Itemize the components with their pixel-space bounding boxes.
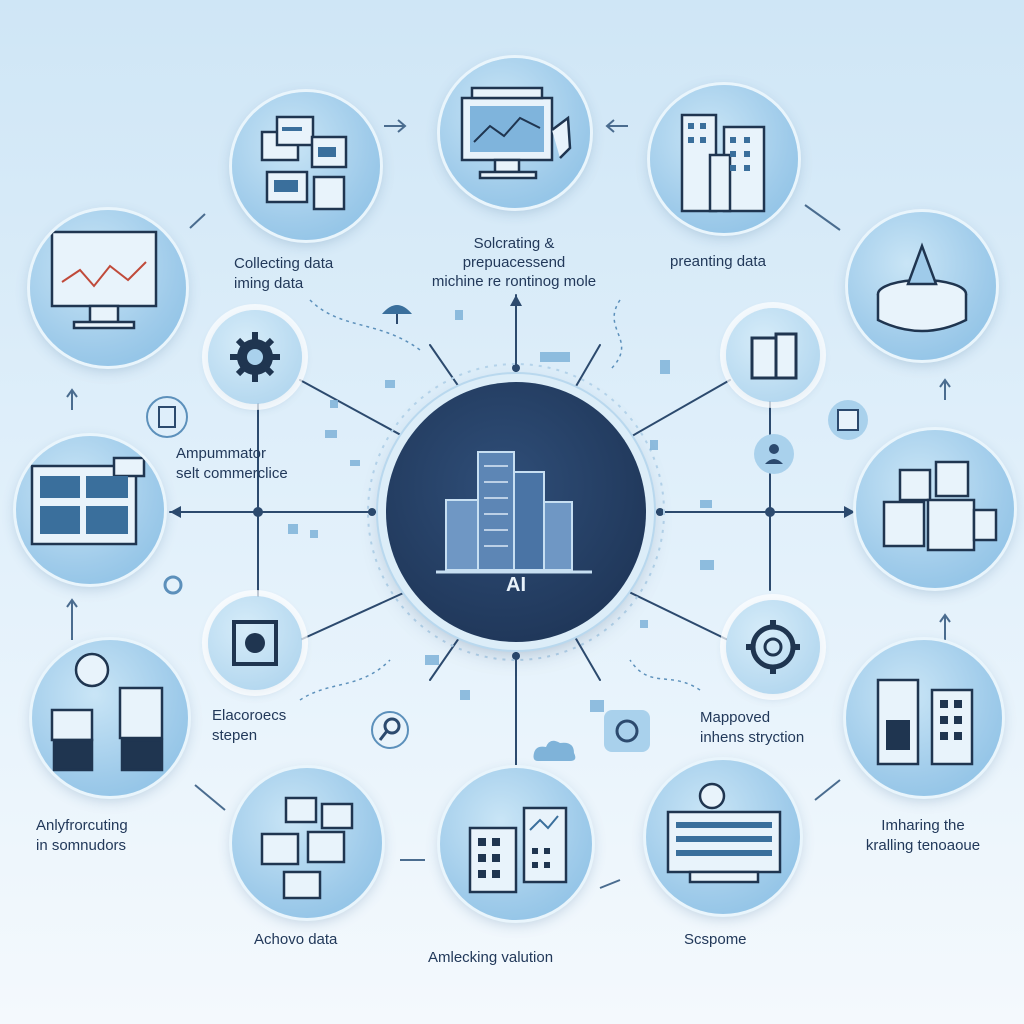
label-presenting-data: preanting data — [670, 253, 766, 270]
inner-node-gear-left — [208, 310, 302, 404]
devices-icon — [50, 652, 164, 772]
documents-icon — [260, 115, 348, 211]
chart-card-icon — [828, 400, 868, 440]
gear-icon — [746, 620, 800, 674]
node-storage — [846, 640, 1002, 796]
node-machine-learning — [440, 58, 590, 208]
storage-boxes-icon — [876, 678, 974, 766]
node-calculator — [440, 768, 592, 920]
node-server-stack — [16, 436, 164, 584]
document-check-icon — [146, 396, 188, 438]
cog-panel-icon — [232, 620, 278, 666]
buildings-icon — [680, 113, 766, 213]
node-database — [848, 212, 996, 360]
umbrella-icon — [382, 305, 412, 324]
label-archive-data: Achovo data — [254, 931, 338, 948]
monitor-graph-icon — [50, 230, 158, 330]
label-validation: Amlecking valution — [428, 949, 554, 966]
calculator-tablet-icon — [468, 806, 568, 894]
monitor-chart-icon — [460, 86, 572, 180]
person-icon — [754, 434, 794, 474]
node-structure — [856, 430, 1014, 588]
skyscraper-icon — [436, 451, 592, 574]
ai-hub: AI — [386, 382, 646, 642]
magnifier-icon — [371, 711, 409, 749]
node-printer — [646, 760, 800, 914]
inner-node-gear-right — [726, 600, 820, 694]
folders-icon — [260, 796, 354, 900]
database-icon — [876, 242, 968, 333]
target-card-icon — [604, 710, 650, 752]
printer-machine-icon — [666, 782, 782, 884]
node-folders — [232, 768, 382, 918]
node-monitor — [30, 210, 186, 366]
hub-label: AI — [506, 574, 526, 596]
node-presenting-data — [650, 85, 798, 233]
inner-node-building-right — [726, 308, 820, 402]
small-gear-icon — [163, 575, 183, 595]
cloud-icon — [533, 740, 576, 761]
building-icon — [750, 332, 798, 380]
cube-structure-icon — [882, 460, 998, 552]
server-stack-icon — [30, 456, 146, 546]
label-response: Scspome — [684, 931, 747, 948]
node-collecting-data — [232, 92, 380, 240]
inner-node-tool-left — [208, 596, 302, 690]
gear-icon — [230, 332, 280, 382]
node-devices — [32, 640, 188, 796]
